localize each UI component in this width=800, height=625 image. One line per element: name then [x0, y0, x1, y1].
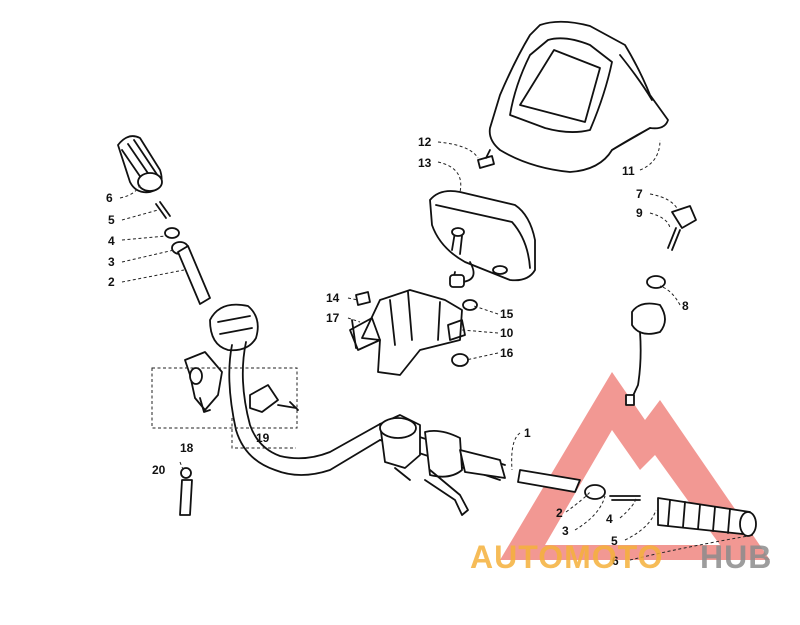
callout-15: 15	[500, 307, 514, 321]
callout-3-right: 3	[562, 524, 569, 538]
dashed-group-box	[151, 367, 298, 429]
left-grip-assembly	[117, 135, 211, 305]
callout-10: 10	[500, 326, 514, 340]
left-control-switch	[151, 351, 299, 449]
ignition-key-assembly	[625, 205, 697, 406]
callout-19: 19	[256, 431, 270, 445]
right-brake-assembly	[379, 414, 506, 516]
callout-6-left: 6	[106, 191, 113, 205]
callout-12: 12	[418, 135, 432, 149]
callout-17: 17	[326, 311, 340, 325]
callout-4-right: 4	[606, 512, 613, 526]
callout-4-left: 4	[108, 234, 115, 248]
right-grip-assembly	[517, 469, 757, 537]
callout-13: 13	[418, 156, 432, 170]
callout-20: 20	[152, 463, 166, 477]
callout-5-right: 5	[611, 534, 618, 548]
callout-6-right: 6	[612, 554, 619, 568]
speedometer-housing	[429, 149, 536, 288]
watermark-wordmark: AUTOMOTO HUB	[470, 539, 772, 575]
instrument-pod-cover	[488, 20, 669, 173]
callout-11: 11	[622, 164, 635, 178]
callout-16: 16	[500, 346, 514, 360]
leader-lines	[119, 139, 749, 561]
callout-9: 9	[636, 206, 643, 220]
watermark-word-hub: HUB	[700, 539, 772, 575]
part-20-pin	[179, 467, 193, 516]
callout-1: 1	[524, 426, 531, 440]
callout-2-right: 2	[556, 506, 563, 520]
callout-8: 8	[682, 299, 689, 313]
callout-18: 18	[180, 441, 194, 455]
callout-5-left: 5	[108, 213, 115, 227]
watermark-word-automoto: AUTOMOTO	[470, 539, 663, 575]
callout-14: 14	[326, 291, 340, 305]
callout-7: 7	[636, 187, 643, 201]
callout-labels: 6 5 4 3 2 12 13 11 7 9 8 14 17 15 10 16 …	[106, 135, 689, 568]
callout-2-left: 2	[108, 275, 115, 289]
speedometer-bracket	[349, 289, 478, 376]
callout-3-left: 3	[108, 255, 115, 269]
